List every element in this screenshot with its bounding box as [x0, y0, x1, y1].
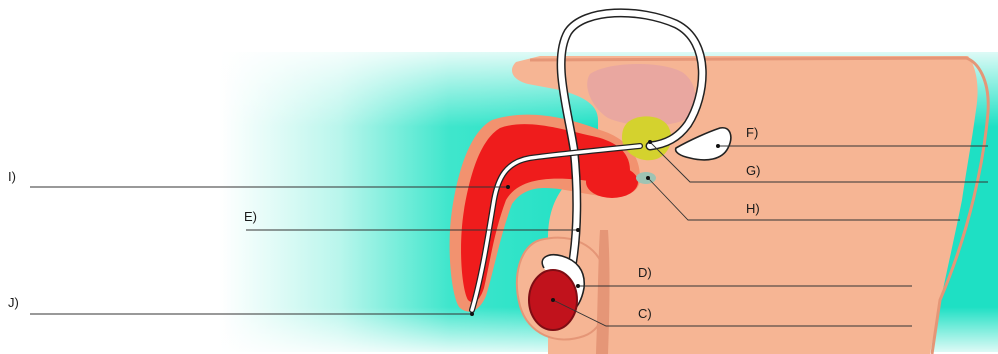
pointer-dot-C — [551, 298, 555, 302]
pointer-dot-I — [506, 185, 510, 189]
penile-bulb — [586, 166, 638, 198]
label-D: D) — [638, 265, 652, 280]
label-I: I) — [8, 169, 16, 184]
pointer-dot-G — [648, 140, 652, 144]
label-H: H) — [746, 201, 760, 216]
pointer-dot-F — [716, 144, 720, 148]
label-C: C) — [638, 306, 652, 321]
pointer-dot-H — [646, 176, 650, 180]
label-G: G) — [746, 163, 760, 178]
pointer-dot-J — [470, 312, 474, 316]
label-F: F) — [746, 125, 758, 140]
pointer-dot-D — [576, 284, 580, 288]
label-E: E) — [244, 209, 257, 224]
label-J: J) — [8, 295, 19, 310]
pointer-dot-E — [576, 228, 580, 232]
